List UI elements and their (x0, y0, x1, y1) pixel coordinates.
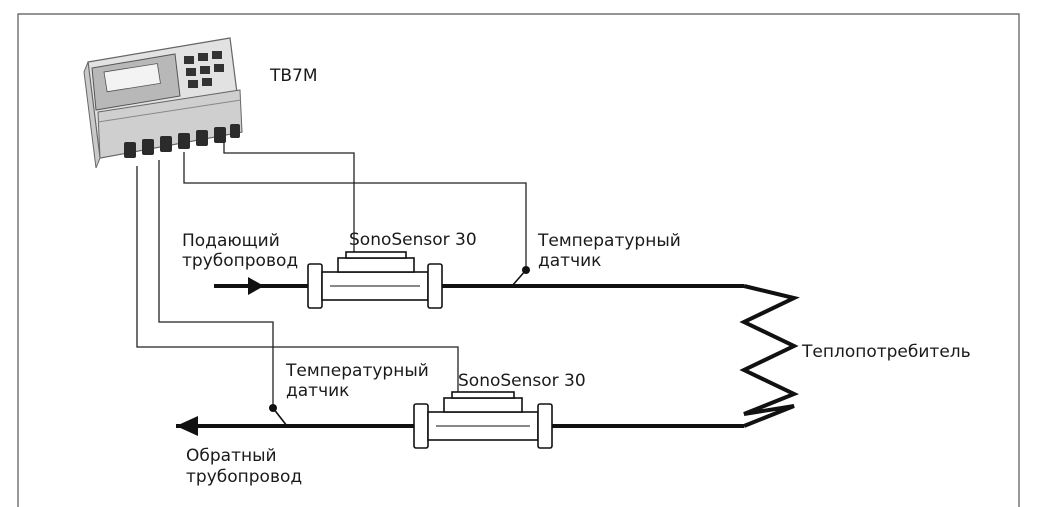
supply-temp-sensor-label-line2: датчик (538, 251, 601, 271)
heat-calculator-device (83, 37, 243, 169)
cable-glands (124, 124, 240, 158)
supply-temp-sensor-label-line1: Температурный (537, 231, 681, 251)
supply-pipeline (214, 277, 744, 295)
return-pipe-label-line2: трубопровод (186, 467, 302, 487)
wire-supply-temp-sensor (183, 152, 527, 270)
supply-flow-sensor (307, 251, 443, 309)
signal-wires (136, 142, 527, 408)
device-keypad (184, 51, 224, 88)
supply-flow-sensor-label: SonoSensor 30 (349, 230, 477, 250)
heat-consumer-coil (739, 284, 800, 428)
supply-pipe-label-line2: трубопровод (182, 251, 298, 271)
return-flow-arrow (176, 416, 198, 436)
return-pipeline (176, 416, 744, 436)
wire-return-temp-sensor (158, 160, 274, 408)
diagram-frame (17, 13, 1020, 507)
heat-consumer-label: Теплопотребитель (801, 342, 971, 362)
return-flow-sensor-label: SonoSensor 30 (458, 371, 586, 391)
wire-supply-flow-sensor (223, 142, 355, 252)
supply-pipe-label-line1: Подающий (182, 231, 280, 251)
return-pipe-label-line1: Обратный (186, 446, 277, 466)
wire-return-flow-sensor (136, 166, 459, 393)
return-temp-sensor (269, 404, 288, 427)
supply-temp-sensor (511, 266, 530, 287)
device-label: ТВ7М (269, 66, 318, 86)
return-temp-sensor-label-line2: датчик (286, 381, 349, 401)
return-temp-sensor-label-line1: Температурный (285, 361, 429, 381)
supply-flow-arrow (248, 277, 264, 295)
return-flow-sensor (413, 391, 553, 449)
